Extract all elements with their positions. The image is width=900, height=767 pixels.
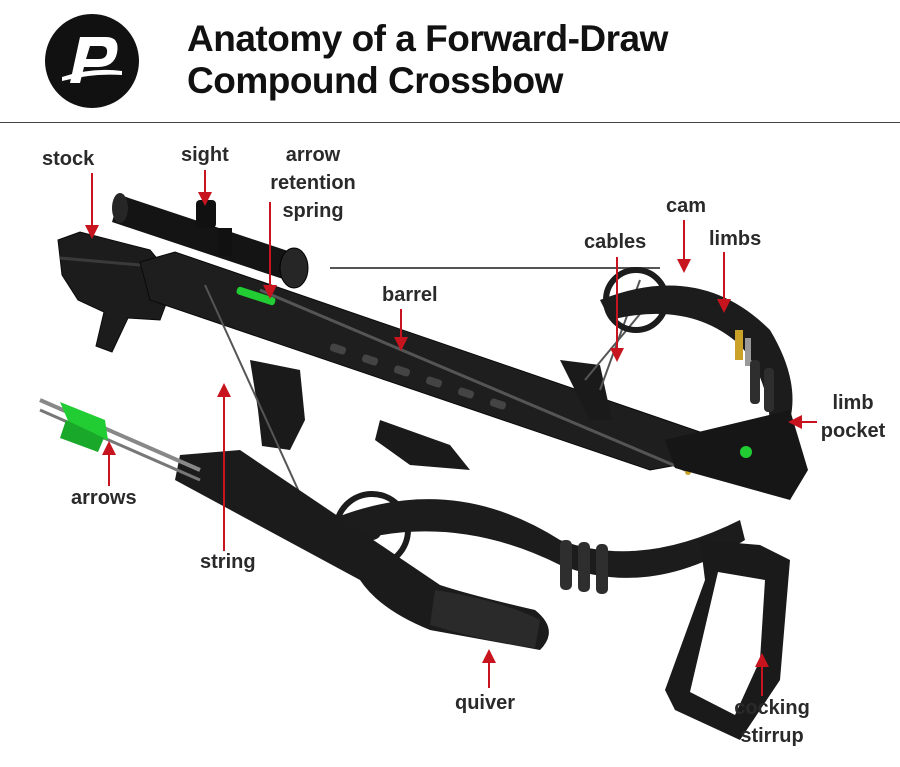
label-cables: cables	[584, 228, 646, 256]
header-divider	[0, 122, 900, 123]
crossbow-illustration	[0, 124, 900, 767]
label-cocking-stirrup: cocking stirrup	[720, 694, 824, 750]
label-quiver: quiver	[455, 689, 515, 717]
label-cam: cam	[666, 192, 706, 220]
label-sight: sight	[181, 141, 229, 169]
header: Anatomy of a Forward-Draw Compound Cross…	[0, 0, 900, 122]
brand-logo	[44, 13, 140, 109]
label-arrow-retention-spring: arrow retention spring	[258, 141, 368, 225]
title-line-1: Anatomy of a Forward-Draw	[187, 18, 668, 60]
label-limbs: limbs	[709, 225, 761, 253]
label-limb-pocket: limb pocket	[810, 389, 896, 445]
label-stock: stock	[42, 145, 94, 173]
label-barrel: barrel	[382, 281, 438, 309]
title-line-2: Compound Crossbow	[187, 60, 668, 102]
label-arrows: arrows	[71, 484, 137, 512]
label-string: string	[200, 548, 256, 576]
page-title: Anatomy of a Forward-Draw Compound Cross…	[187, 18, 668, 102]
